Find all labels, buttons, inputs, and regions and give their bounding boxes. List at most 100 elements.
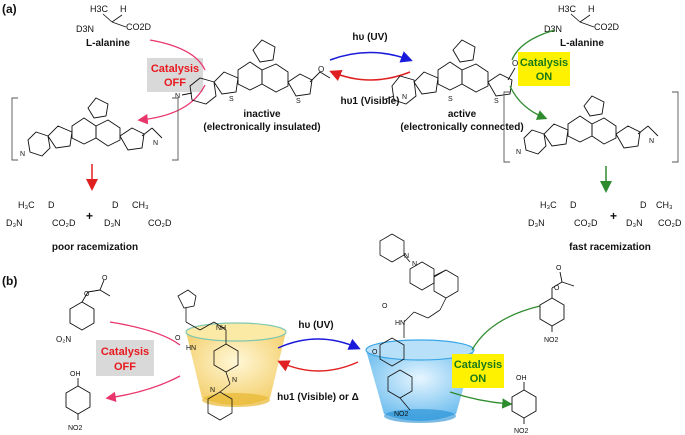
alanine-right-d3n: D3N [544,24,562,34]
label-uv-b: hυ (UV) [298,320,333,331]
svg-text:O₂N: O₂N [56,335,71,344]
nitrophenol-right [511,382,537,424]
catalysis-off-b-line2: OFF [114,361,136,373]
svg-text:CO₂D: CO₂D [148,218,172,228]
svg-text:D₃N: D₃N [104,218,121,228]
svg-text:H₃C: H₃C [18,200,35,210]
arrow-uv-b [277,338,361,350]
svg-text:O: O [382,303,388,310]
bracket-left-close [172,97,179,161]
bracket-left-open [11,97,18,161]
active-sublabel: (electronically connected) [400,122,523,133]
catalysis-off-a-line2: OFF [164,77,186,89]
svg-text:S: S [494,98,499,105]
svg-text:CO₂D: CO₂D [574,218,598,228]
svg-text:S: S [448,96,453,103]
poor-racemization-label: poor racemization [52,242,138,253]
alanine-left-h: H [120,4,127,14]
label-visible-b: hυ1 (Visible) or Δ [277,392,359,403]
svg-text:HN: HN [186,345,196,352]
no2-label-ester-right: NO2 [544,337,559,344]
svg-text:O: O [512,59,518,68]
svg-text:D: D [112,200,119,210]
arrow-uv-a [329,51,413,63]
catalysis-on-box-a [518,52,570,86]
svg-text:N: N [210,387,215,394]
oh-label-right: OH [516,375,527,382]
arrow-ester-in-b-right [471,305,541,351]
alanine-right-name: L-alanine [560,38,604,49]
svg-text:CH₃: CH₃ [656,200,673,210]
arrow-substrate-in-a-right [511,29,556,61]
svg-text:O: O [175,335,181,342]
arrow-ester-in-b [109,321,181,346]
no2-label-active: NO2 [394,411,409,418]
imine-intermediate-right [523,95,659,155]
arrow-visible-b [277,360,359,372]
catalysis-on-b-line1: Catalysis [454,359,502,371]
alanine-left-d3n: D3N [76,24,94,34]
fast-racemization-label: fast racemization [569,242,651,253]
catalysis-on-a-line2: ON [536,71,553,83]
l-alanine-left: H3C H D3N CO2D L-alanine [76,4,152,49]
label-visible-a: hυ1 (Visible) [341,96,400,107]
l-alanine-right: H3C H D3N CO2D L-alanine [544,4,620,49]
alanine-left-co2d: CO2D [126,22,152,32]
svg-text:O: O [318,65,324,74]
svg-text:O: O [554,285,560,292]
alanine-right-h: H [588,4,595,14]
inactive-sublabel: (electronically insulated) [203,122,320,133]
svg-text:H₃C: H₃C [540,200,557,210]
azobenzene-top-right [379,233,411,263]
svg-text:CO₂D: CO₂D [658,218,682,228]
panel-b-label: (b) [2,274,17,288]
plus-right: + [610,209,617,223]
inactive-cyclodextrin-cone [185,322,287,407]
arrow-to-imine-a [137,84,206,125]
catalysis-on-box-b [452,354,504,388]
arrow-substrate-in-a [149,39,206,71]
svg-text:CH₃: CH₃ [132,200,149,210]
imine-intermediate-left [27,97,163,157]
svg-text:N: N [402,94,407,101]
svg-text:D: D [570,200,577,210]
svg-text:S: S [229,96,234,103]
label-uv-a: hυ (UV) [352,32,387,43]
svg-text:CO₂D: CO₂D [52,218,76,228]
arrow-phenol-out-b [105,375,181,403]
nitrophenyl-acetate-left [69,279,111,331]
active-label: active [448,109,477,120]
alanine-left-h3c: H3C [90,4,109,14]
svg-text:D: D [48,200,55,210]
svg-text:N: N [20,151,25,158]
svg-text:O: O [372,349,378,356]
inactive-label: inactive [243,109,281,120]
svg-text:N: N [412,261,417,268]
no2-label-left: NO2 [68,425,83,432]
svg-text:N: N [516,149,521,156]
catalysis-on-a-line1: Catalysis [520,57,568,69]
arrow-visible-a [329,69,411,82]
bracket-right-close [672,91,679,163]
catalysis-off-box-a [147,58,203,92]
inactive-switch-molecule [181,39,331,105]
svg-text:D₃N: D₃N [528,218,545,228]
svg-text:N: N [175,93,180,100]
svg-text:D₃N: D₃N [626,218,643,228]
panel-a-label: (a) [2,2,17,16]
svg-text:HN: HN [395,320,405,327]
svg-text:N: N [232,377,237,384]
svg-text:O: O [84,291,90,298]
alanine-right-h3c: H3C [558,4,577,14]
active-cyclodextrin-cone [365,339,475,423]
alanine-right-co2d: CO2D [594,22,620,32]
peptide-azobenzene-active [379,261,459,411]
catalysis-on-b-line2: ON [470,373,487,385]
svg-text:D: D [640,200,647,210]
svg-text:S: S [296,98,301,105]
catalysis-off-b-line1: Catalysis [101,346,149,358]
svg-text:D₃N: D₃N [6,218,23,228]
bracket-right-open [503,91,510,163]
